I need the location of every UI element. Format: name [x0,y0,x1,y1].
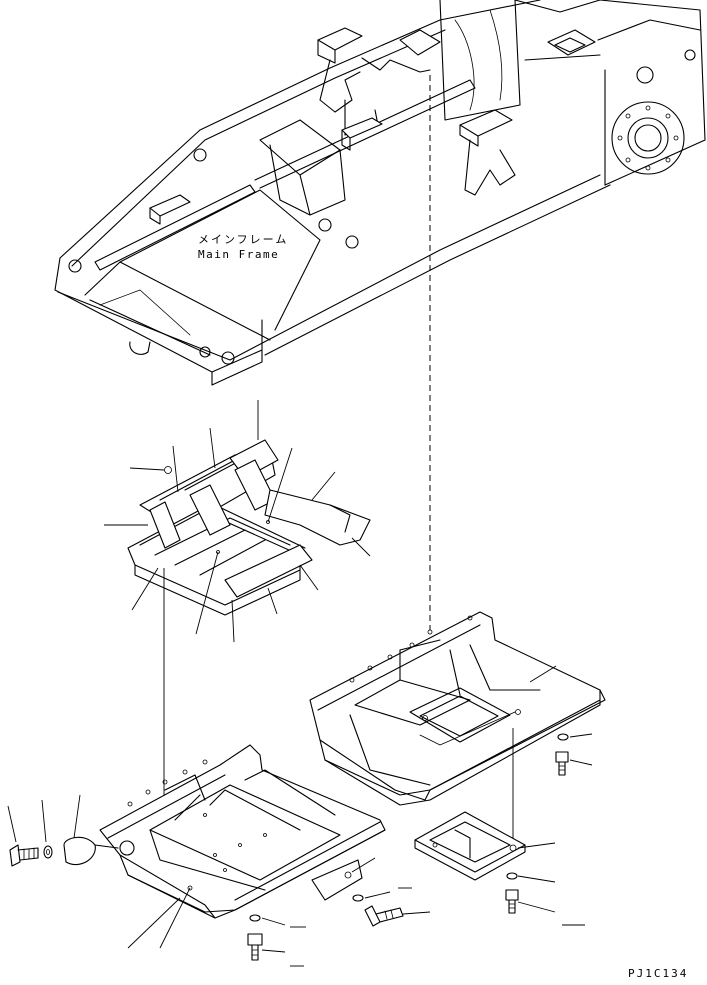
under-cover-left [7,744,431,967]
main-frame-label-jp: メインフレーム [198,233,288,246]
small-cover-plate [414,811,585,926]
main-frame-label-en: Main Frame [198,248,279,261]
under-cover-right [309,611,606,806]
main-frame [54,0,706,386]
inner-liner-assembly [104,400,371,643]
drawing-code: PJ1C134 [628,967,688,980]
